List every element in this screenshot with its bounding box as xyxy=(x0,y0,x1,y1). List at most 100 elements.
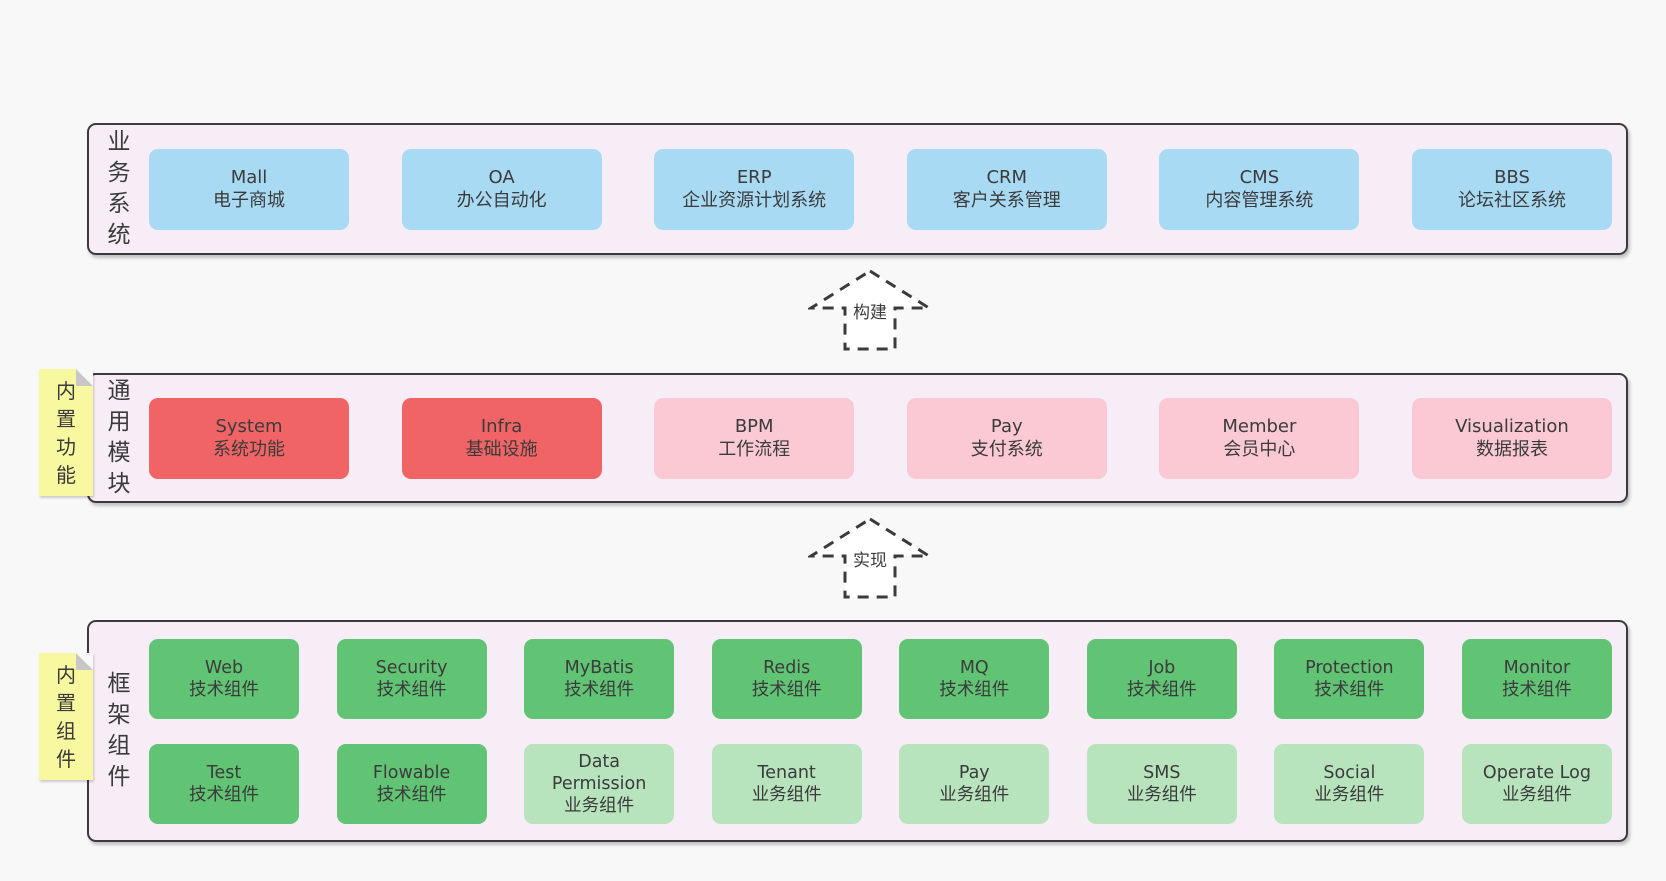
node-title: CRM xyxy=(986,167,1028,188)
node-title: Security xyxy=(375,657,448,678)
node-subtitle: 支付系统 xyxy=(970,439,1043,460)
band-label-text: 通用模块 xyxy=(107,378,131,497)
folded-corner-icon xyxy=(76,369,93,386)
node-pay-business: Pay 业务组件 xyxy=(899,743,1050,824)
node-title: MyBatis xyxy=(564,657,634,678)
node-subtitle: 技术组件 xyxy=(751,679,822,700)
node-sms: SMS 业务组件 xyxy=(1086,743,1237,824)
node-title: BPM xyxy=(734,416,774,437)
common-modules-row: System 系统功能 Infra 基础设施 BPM 工作流程 Pay 支付系统… xyxy=(149,397,1612,479)
node-subtitle: 技术组件 xyxy=(1126,679,1197,700)
node-title: Operate Log xyxy=(1482,762,1591,783)
node-subtitle: 系统功能 xyxy=(213,439,285,460)
node-title: ERP xyxy=(736,167,772,188)
node-title: SMS xyxy=(1143,762,1181,783)
framework-components-grid: Web 技术组件 Security 技术组件 MyBatis 技术组件 Redi… xyxy=(149,638,1612,824)
folded-corner-icon xyxy=(76,653,93,670)
node-tenant: Tenant 业务组件 xyxy=(711,743,862,824)
band-label-text: 框架组件 xyxy=(107,671,131,790)
arrow-build-label: 构建 xyxy=(850,302,890,324)
node-mq: MQ 技术组件 xyxy=(899,638,1050,719)
node-subtitle: 技术组件 xyxy=(376,784,447,805)
node-subtitle: 基础设施 xyxy=(465,439,538,460)
node-subtitle: 技术组件 xyxy=(1501,679,1572,700)
node-title: Social xyxy=(1323,762,1376,783)
node-subtitle: 数据报表 xyxy=(1475,439,1548,460)
node-subtitle: 业务组件 xyxy=(564,795,635,816)
node-subtitle: 内容管理系统 xyxy=(1205,190,1314,211)
framework-components-band: 框架组件 Web 技术组件 Security 技术组件 MyBatis 技术组件… xyxy=(87,620,1628,842)
node-visualization: Visualization 数据报表 xyxy=(1411,397,1612,479)
node-subtitle: 业务组件 xyxy=(751,784,822,805)
node-data-permission: Data Permission 业务组件 xyxy=(524,743,675,824)
node-subtitle: 业务组件 xyxy=(1501,784,1572,805)
node-subtitle: 客户关系管理 xyxy=(952,190,1061,211)
band-label-framework-components: 框架组件 xyxy=(89,669,149,793)
sticky-note-text: 内置组件 xyxy=(56,663,76,771)
node-title: Data Permission xyxy=(551,751,647,794)
node-mybatis: MyBatis 技术组件 xyxy=(524,638,675,719)
node-title: Infra xyxy=(480,416,523,437)
node-subtitle: 办公自动化 xyxy=(456,190,547,211)
node-subtitle: 技术组件 xyxy=(189,784,259,805)
node-subtitle: 企业资源计划系统 xyxy=(682,190,827,211)
node-title: MQ xyxy=(959,657,989,678)
band-label-text: 业务系统 xyxy=(107,129,131,248)
node-bbs: BBS 论坛社区系统 xyxy=(1411,148,1612,230)
node-crm: CRM 客户关系管理 xyxy=(906,148,1107,230)
node-title: Tenant xyxy=(757,762,816,783)
node-title: BBS xyxy=(1494,167,1530,188)
node-protection: Protection 技术组件 xyxy=(1274,638,1425,719)
common-modules-band: 通用模块 System 系统功能 Infra 基础设施 BPM 工作流程 Pay… xyxy=(87,373,1628,503)
node-cms: CMS 内容管理系统 xyxy=(1159,148,1360,230)
node-monitor: Monitor 技术组件 xyxy=(1461,638,1612,719)
node-subtitle: 技术组件 xyxy=(564,679,635,700)
node-social: Social 业务组件 xyxy=(1274,743,1425,824)
node-subtitle: 业务组件 xyxy=(1126,784,1197,805)
node-subtitle: 技术组件 xyxy=(376,679,447,700)
node-subtitle: 技术组件 xyxy=(189,679,259,700)
node-member: Member 会员中心 xyxy=(1159,397,1360,479)
sticky-note-text: 内置功能 xyxy=(56,379,76,487)
band-label-common-modules: 通用模块 xyxy=(89,376,149,500)
node-subtitle: 技术组件 xyxy=(1314,679,1385,700)
node-operate-log: Operate Log 业务组件 xyxy=(1461,743,1612,824)
node-bpm: BPM 工作流程 xyxy=(654,397,855,479)
node-redis: Redis 技术组件 xyxy=(711,638,862,719)
node-subtitle: 论坛社区系统 xyxy=(1457,190,1566,211)
node-title: Redis xyxy=(763,657,811,678)
node-subtitle: 会员中心 xyxy=(1223,439,1296,460)
node-erp: ERP 企业资源计划系统 xyxy=(654,148,855,230)
node-subtitle: 电子商城 xyxy=(213,190,285,211)
node-title: CMS xyxy=(1239,167,1280,188)
node-title: System xyxy=(215,416,283,437)
business-systems-band: 业务系统 Mall 电子商城 OA 办公自动化 ERP 企业资源计划系统 CRM… xyxy=(87,123,1628,255)
node-title: Protection xyxy=(1305,657,1394,678)
node-flowable: Flowable 技术组件 xyxy=(336,743,487,824)
arrow-implement: 实现 xyxy=(808,516,932,600)
node-title: Pay xyxy=(990,416,1023,437)
node-security: Security 技术组件 xyxy=(336,638,487,719)
node-test: Test 技术组件 xyxy=(149,743,299,824)
node-title: Flowable xyxy=(372,762,451,783)
arrow-build: 构建 xyxy=(808,268,932,352)
business-systems-row: Mall 电子商城 OA 办公自动化 ERP 企业资源计划系统 CRM 客户关系… xyxy=(149,148,1612,230)
node-oa: OA 办公自动化 xyxy=(401,148,602,230)
node-subtitle: 业务组件 xyxy=(1314,784,1385,805)
node-title: Pay xyxy=(958,762,990,783)
node-title: OA xyxy=(488,167,515,188)
node-pay: Pay 支付系统 xyxy=(906,397,1107,479)
node-job: Job 技术组件 xyxy=(1086,638,1237,719)
node-subtitle: 技术组件 xyxy=(939,679,1010,700)
node-title: Test xyxy=(206,762,242,783)
node-infra: Infra 基础设施 xyxy=(401,397,602,479)
node-system: System 系统功能 xyxy=(149,397,349,479)
arrow-implement-label: 实现 xyxy=(850,550,890,572)
sticky-note-built-in-features: 内置功能 xyxy=(39,369,93,496)
node-mall: Mall 电子商城 xyxy=(149,148,349,230)
band-label-business-systems: 业务系统 xyxy=(89,127,149,251)
node-title: Web xyxy=(204,657,244,678)
node-title: Monitor xyxy=(1503,657,1571,678)
node-title: Mall xyxy=(230,167,268,188)
node-title: Member xyxy=(1222,416,1297,437)
